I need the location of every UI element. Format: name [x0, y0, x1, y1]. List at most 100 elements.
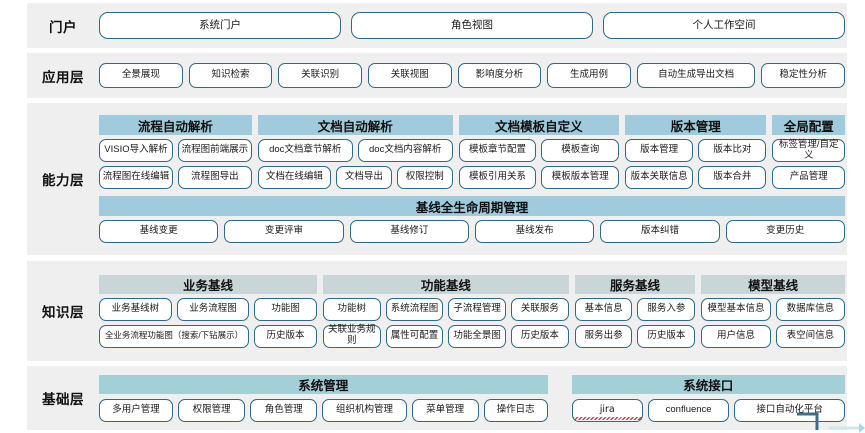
cap-2-1-1[interactable]: 模板查询 — [541, 139, 620, 162]
found-0-2[interactable]: 角色管理 — [250, 398, 318, 422]
cap-0-2-0[interactable]: 流程图在线编辑 — [99, 166, 173, 189]
cap-1-2-1[interactable]: 文档导出 — [336, 166, 392, 189]
know-3-2-0[interactable]: 用户信息 — [701, 324, 771, 348]
know-1-1-3[interactable]: 关联服务 — [511, 297, 569, 321]
baseline-item-1[interactable]: 变更评审 — [224, 220, 344, 243]
portal-item-0[interactable]: 系统门户 — [99, 12, 341, 39]
know-2-2-1[interactable]: 历史版本 — [637, 324, 696, 348]
cap-4-1-0[interactable]: 标签管理/自定义 — [772, 139, 845, 162]
cap-4-2-0[interactable]: 产品管理 — [772, 166, 845, 189]
cap-0-1-1[interactable]: 流程图前端展示 — [177, 139, 252, 162]
capability-group-1-row2: 文档在线编辑 文档导出 权限控制 — [257, 166, 453, 189]
knowledge-group-2-title: 服务基线 — [574, 274, 696, 294]
know-0-1-0[interactable]: 业务基线树 — [99, 297, 172, 321]
found-1-api-platform[interactable]: 接口自动化平台 — [734, 398, 845, 422]
capability-group-2: 文档模板自定义 模板章节配置 模板查询 模板引用关系 模板版本管理 — [458, 115, 620, 189]
capability-group-0: 流程自动解析 VISIO导入解析 流程图前端展示 流程图在线编辑 流程图导出 — [99, 115, 252, 189]
found-0-1[interactable]: 权限管理 — [177, 398, 246, 422]
capability-group-3-row1: 版本管理 版本比对 — [625, 139, 767, 162]
knowledge-group-1-row1: 功能树 系统流程图 子流程管理 关联服务 — [322, 297, 569, 321]
layer-label-foundation: 基础层 — [42, 392, 84, 407]
baseline-item-2[interactable]: 基线修订 — [349, 220, 469, 243]
capability-group-3: 版本管理 版本管理 版本比对 版本关联信息 版本合并 — [625, 115, 767, 189]
portal-item-1[interactable]: 角色视图 — [351, 12, 593, 39]
knowledge-group-1: 功能基线 功能树 系统流程图 子流程管理 关联服务 关联业务规则 属性可配置 功… — [322, 274, 569, 348]
baseline-item-0[interactable]: 基线变更 — [99, 220, 219, 243]
portal-item-2[interactable]: 个人工作空间 — [603, 12, 845, 39]
cap-1-2-2[interactable]: 权限控制 — [396, 166, 453, 189]
knowledge-group-0-title: 业务基线 — [99, 274, 317, 294]
know-1-2-2[interactable]: 功能全景图 — [448, 324, 506, 348]
app-item-4[interactable]: 影响度分析 — [457, 63, 542, 88]
baseline-item-5[interactable]: 变更历史 — [725, 220, 845, 243]
know-0-1-2[interactable]: 功能图 — [254, 297, 317, 321]
knowledge-group-0-row2: 全业务流程功能图（搜索/下钻展示） 历史版本 — [99, 324, 317, 348]
app-item-6[interactable]: 自动生成导出文档 — [636, 63, 756, 88]
knowledge-group-3: 模型基线 模型基本信息 数据库信息 用户信息 表空间信息 — [701, 274, 846, 348]
cap-0-1-0[interactable]: VISIO导入解析 — [99, 139, 173, 162]
know-1-2-3[interactable]: 历史版本 — [511, 324, 569, 348]
cap-3-1-0[interactable]: 版本管理 — [625, 139, 694, 162]
cap-2-2-1[interactable]: 模板版本管理 — [541, 166, 620, 189]
cap-3-2-0[interactable]: 版本关联信息 — [625, 166, 694, 189]
cap-3-1-1[interactable]: 版本比对 — [698, 139, 767, 162]
capability-group-2-title: 文档模板自定义 — [458, 115, 620, 135]
capability-group-4-row1: 标签管理/自定义 — [772, 139, 845, 162]
know-2-1-0[interactable]: 基本信息 — [574, 297, 633, 321]
knowledge-group-0-row1: 业务基线树 业务流程图 功能图 — [99, 297, 317, 321]
knowledge-group-2-row1: 基本信息 服务入参 — [574, 297, 696, 321]
app-item-0[interactable]: 全景展现 — [99, 63, 183, 88]
baseline-lifecycle-row: 基线变更 变更评审 基线修订 基线发布 版本纠错 变更历史 — [99, 220, 845, 243]
capability-group-2-row2: 模板引用关系 模板版本管理 — [458, 166, 620, 189]
capability-group-1-row1: doc文档章节解析 doc文档内容解析 — [257, 139, 453, 162]
found-1-confluence[interactable]: confluence — [647, 398, 730, 422]
know-1-1-0[interactable]: 功能树 — [322, 297, 381, 321]
knowledge-group-2: 服务基线 基本信息 服务入参 服务出参 历史版本 — [574, 274, 696, 348]
capability-group-4-row2: 产品管理 — [772, 166, 845, 189]
found-1-jira[interactable]: jira — [571, 398, 643, 422]
cap-1-1-0[interactable]: doc文档章节解析 — [257, 139, 353, 162]
baseline-item-3[interactable]: 基线发布 — [474, 220, 595, 243]
foundation-group-0-row: 多用户管理 权限管理 角色管理 组织机构管理 菜单管理 操作日志 — [99, 398, 548, 422]
know-1-2-0[interactable]: 关联业务规则 — [322, 324, 381, 348]
baseline-item-4[interactable]: 版本纠错 — [600, 220, 720, 243]
know-2-2-0[interactable]: 服务出参 — [574, 324, 633, 348]
cap-0-2-1[interactable]: 流程图导出 — [177, 166, 252, 189]
know-0-2-0[interactable]: 全业务流程功能图（搜索/下钻展示） — [99, 324, 249, 348]
knowledge-group-0: 业务基线 业务基线树 业务流程图 功能图 全业务流程功能图（搜索/下钻展示） 历… — [99, 274, 317, 348]
app-item-5[interactable]: 生成用例 — [547, 63, 631, 88]
know-2-1-1[interactable]: 服务入参 — [637, 297, 696, 321]
know-3-1-1[interactable]: 数据库信息 — [775, 297, 846, 321]
app-item-1[interactable]: 知识检索 — [188, 63, 273, 88]
knowledge-group-1-row2: 关联业务规则 属性可配置 功能全景图 历史版本 — [322, 324, 569, 348]
know-0-1-1[interactable]: 业务流程图 — [176, 297, 250, 321]
capability-group-1: 文档自动解析 doc文档章节解析 doc文档内容解析 文档在线编辑 文档导出 权… — [257, 115, 453, 189]
capability-group-4: 全局配置 标签管理/自定义 产品管理 — [772, 115, 845, 189]
layer-band-foundation: 基础层 系统管理 多用户管理 权限管理 角色管理 组织机构管理 菜单管理 操作日… — [27, 366, 847, 430]
layer-band-knowledge: 知识层 业务基线 业务基线树 业务流程图 功能图 全业务流程功能图（搜索/下钻展… — [27, 261, 847, 361]
app-item-2[interactable]: 关联识别 — [278, 63, 362, 88]
know-3-2-1[interactable]: 表空间信息 — [775, 324, 846, 348]
capability-group-3-row2: 版本关联信息 版本合并 — [625, 166, 767, 189]
found-0-4[interactable]: 菜单管理 — [411, 398, 479, 422]
app-item-7[interactable]: 稳定性分析 — [761, 63, 846, 88]
app-item-3[interactable]: 关联视图 — [367, 63, 452, 88]
cap-1-1-1[interactable]: doc文档内容解析 — [357, 139, 453, 162]
know-1-2-1[interactable]: 属性可配置 — [385, 324, 444, 348]
foundation-group-0: 系统管理 多用户管理 权限管理 角色管理 组织机构管理 菜单管理 操作日志 — [99, 374, 548, 422]
found-0-5[interactable]: 操作日志 — [483, 398, 548, 422]
cap-2-1-0[interactable]: 模板章节配置 — [458, 139, 537, 162]
cap-2-2-0[interactable]: 模板引用关系 — [458, 166, 537, 189]
know-0-2-1[interactable]: 历史版本 — [254, 324, 317, 348]
foundation-group-1-title: 系统接口 — [571, 374, 845, 394]
know-1-1-2[interactable]: 子流程管理 — [448, 297, 506, 321]
found-0-3[interactable]: 组织机构管理 — [322, 398, 407, 422]
know-3-1-0[interactable]: 模型基本信息 — [701, 297, 771, 321]
found-0-0[interactable]: 多用户管理 — [99, 398, 173, 422]
cap-3-2-1[interactable]: 版本合并 — [698, 166, 767, 189]
layer-label-capability: 能力层 — [42, 173, 84, 188]
knowledge-group-3-title: 模型基线 — [701, 274, 846, 294]
know-1-1-1[interactable]: 系统流程图 — [385, 297, 444, 321]
cap-1-2-0[interactable]: 文档在线编辑 — [257, 166, 332, 189]
capability-group-3-title: 版本管理 — [625, 115, 767, 135]
